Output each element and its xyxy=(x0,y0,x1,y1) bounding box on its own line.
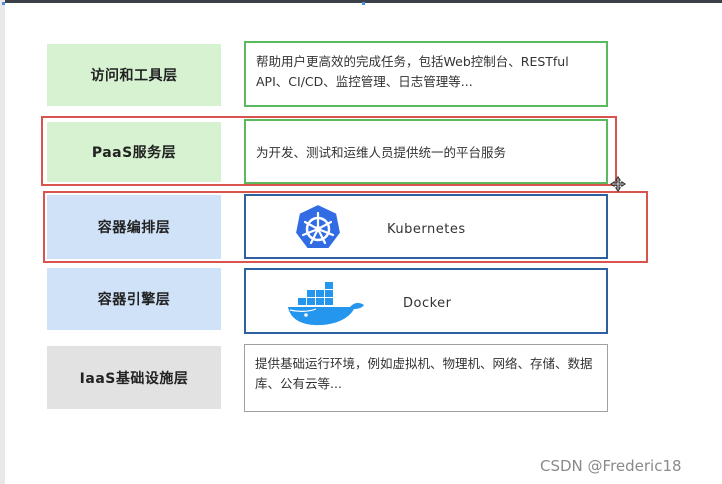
watermark: CSDN @Frederic18 xyxy=(540,457,682,475)
layer-label-text: 容器编排层 xyxy=(97,220,171,236)
layer-description-text: 帮助用户更高效的完成任务，包括Web控制台、RESTful API、CI/CD、… xyxy=(256,54,569,89)
layer-label-engine: 容器引擎层 xyxy=(47,268,221,330)
docker-whale-logo-icon xyxy=(288,282,364,326)
window-left-border xyxy=(0,0,5,484)
layer-description-paas: 为开发、测试和运维人员提供统一的平台服务 xyxy=(244,119,608,184)
selection-handle[interactable] xyxy=(2,2,5,5)
docker-label: Docker xyxy=(403,296,452,311)
layer-label-iaas: IaaS基础设施层 xyxy=(47,346,221,409)
layer-label-orchestration: 容器编排层 xyxy=(47,195,221,259)
layer-label-text: IaaS基础设施层 xyxy=(79,370,189,387)
layer-label-text: PaaS服务层 xyxy=(91,145,177,161)
layer-description-orchestration: Kubernetes xyxy=(244,194,608,259)
kubernetes-logo-icon xyxy=(293,202,343,250)
layer-label-text: 容器引擎层 xyxy=(97,292,171,308)
layer-description-text: 为开发、测试和运维人员提供统一的平台服务 xyxy=(256,145,507,160)
layer-description-engine: Docker xyxy=(244,268,608,334)
layer-label-paas: PaaS服务层 xyxy=(47,122,221,182)
layer-description-iaas: 提供基础运行环境，例如虚拟机、物理机、网络、存储、数据库、公有云等... xyxy=(244,344,608,412)
layer-description-access-tools: 帮助用户更高效的完成任务，包括Web控制台、RESTful API、CI/CD、… xyxy=(244,41,608,107)
move-cursor-icon xyxy=(610,176,626,192)
layer-label-access-tools: 访问和工具层 xyxy=(47,44,221,106)
window-top-border xyxy=(0,0,722,3)
kubernetes-label: Kubernetes xyxy=(387,222,466,237)
selection-handle[interactable] xyxy=(362,2,365,5)
layer-description-text: 提供基础运行环境，例如虚拟机、物理机、网络、存储、数据库、公有云等... xyxy=(255,356,593,391)
layer-label-text: 访问和工具层 xyxy=(90,68,178,84)
